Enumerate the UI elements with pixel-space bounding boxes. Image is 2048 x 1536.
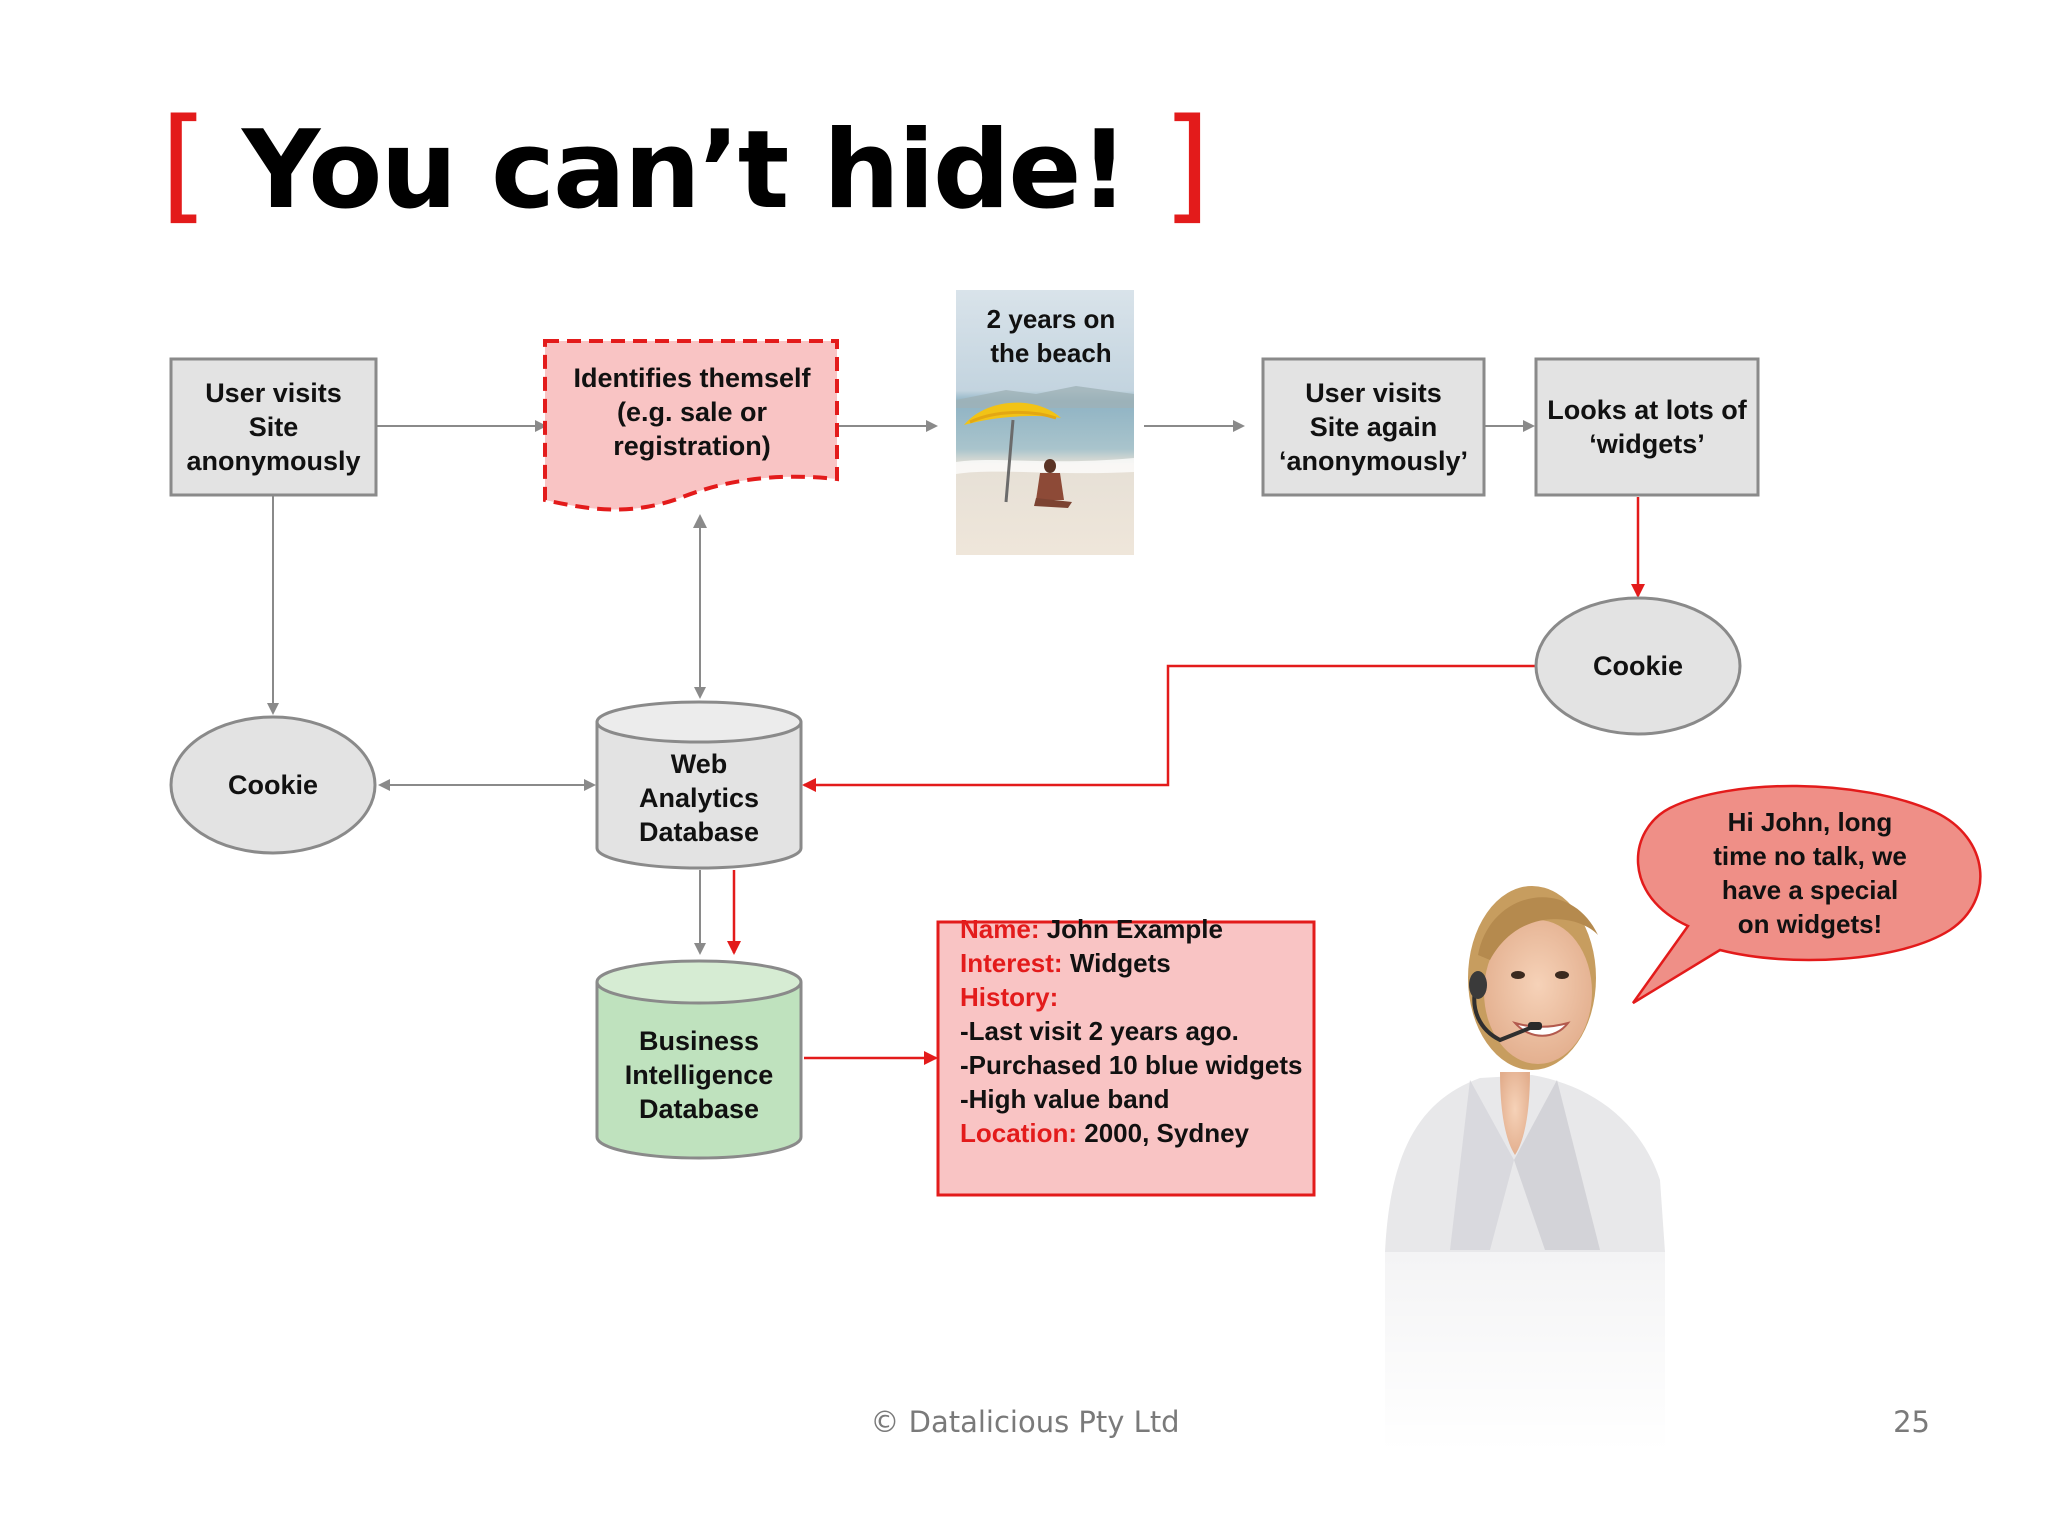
speech-bubble-text: Hi John, long time no talk, we have a sp… [1665,805,1955,941]
looks-widgets-label: Looks at lots of ‘widgets’ [1536,359,1758,495]
label-line: Cookie [227,770,319,800]
box-user-visits-again [1261,357,1486,497]
label-line: Database [638,1094,760,1124]
connector-cookie-to-analytics [802,664,1538,792]
cookie-right-shape [1534,596,1742,736]
bubble-line: time no talk, we [1713,841,1907,871]
box-looks-widgets [1534,357,1760,497]
label-line: Looks at lots of [1547,395,1747,425]
bubble-line: on widgets! [1737,909,1883,939]
label-line: 2 years on [986,304,1116,334]
profile-history-item: -Purchased 10 blue widgets [960,1050,1303,1080]
label-line: Intelligence [624,1060,774,1090]
label-line: Cookie [1592,651,1684,681]
label-line: User visits [1305,378,1442,408]
title-close-bracket: ] [1162,93,1210,237]
customer-profile: Name: John Example Interest: Widgets His… [960,912,1310,1152]
box-user-visits [169,357,378,497]
label-line: the beach [990,338,1112,368]
label-line: Analytics [638,783,760,813]
cookie-left-shape [169,715,377,855]
profile-location-row: Location: 2000, Sydney [960,1116,1310,1150]
footer-copyright: © Datalicious Pty Ltd [870,1405,1180,1439]
label-line: registration) [613,431,771,461]
connector-identify-analytics-top [693,514,707,528]
cookie-left-label: Cookie [171,751,375,819]
bubble-line: have a special [1721,875,1899,905]
title-text: You can’t hide! [242,108,1129,233]
profile-history-label-text: History: [960,982,1059,1012]
title-open-bracket: [ [160,93,208,237]
doc-identifies [543,339,839,512]
label-line: (e.g. sale or [616,397,768,427]
label-line: ‘widgets’ [1589,429,1705,459]
beach-label: 2 years on the beach [956,302,1146,370]
label-line: Site [248,412,299,442]
profile-name-value: John Example [1046,914,1223,944]
identifies-label: Identifies themself (e.g. sale or registra… [548,356,836,468]
support-agent-illustration [1385,886,1665,1452]
cylinder-web-analytics [595,700,803,870]
profile-name-label: Name: [960,914,1040,944]
beach-photo [956,290,1134,555]
profile-interest-label: Interest: [960,948,1063,978]
cookie-right-label: Cookie [1536,632,1740,700]
label-line: User visits [205,378,342,408]
profile-history-label: History: [960,980,1310,1014]
cylinder-bi [595,959,803,1160]
slide-title: [ You can’t hide! ] [160,93,1211,237]
label-line: anonymously [186,446,361,476]
label-line: ‘anonymously’ [1278,446,1469,476]
label-line: Database [638,817,760,847]
label-line: Site again [1309,412,1438,442]
profile-interest-value: Widgets [1069,948,1171,978]
profile-location-label: Location: [960,1118,1077,1148]
profile-box [936,920,1316,1197]
profile-history-item: -Last visit 2 years ago. [960,1016,1239,1046]
profile-location-value: 2000, Sydney [1084,1118,1250,1148]
bubble-line: Hi John, long [1727,807,1893,837]
label-line: Web [670,749,728,779]
profile-history-item: -High value band [960,1084,1170,1114]
label-line: Business [638,1026,760,1056]
page-number: 25 [1893,1405,1930,1439]
label-line: Identifies themself [573,363,811,393]
profile-interest-row: Interest: Widgets [960,946,1310,980]
profile-name-row: Name: John Example [960,912,1310,946]
speech-bubble-shape [1631,784,1982,1005]
